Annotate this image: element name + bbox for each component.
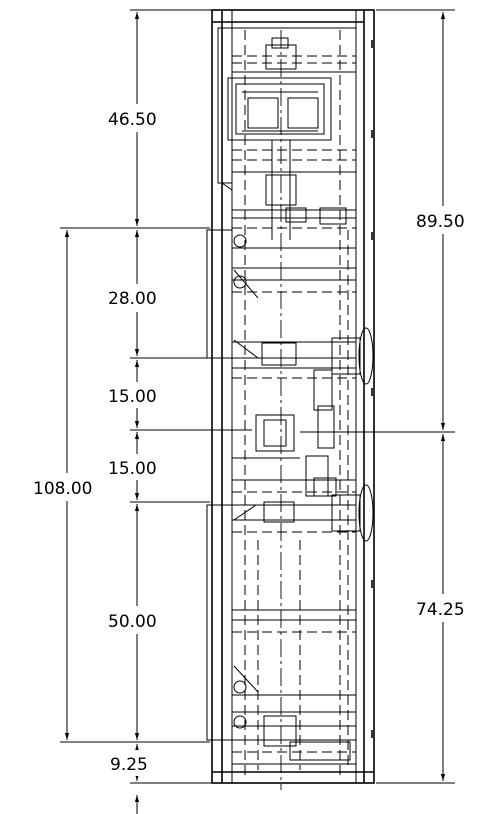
label-mask [104,382,170,408]
handwheel [358,484,374,542]
handwheel [358,327,374,385]
dim-label-50-00: 50.00 [108,612,157,632]
dim-label-108-00: 108.00 [33,479,92,499]
drive-unit [263,501,295,523]
shaft-bracket [285,207,307,223]
cylinder [317,405,335,449]
label-mask [104,454,170,480]
frame-outline [211,9,375,784]
dim-label-15-00-a: 15.00 [108,387,157,407]
brace [233,665,259,693]
center-coupling [255,414,295,452]
dim-label-9-25: 9.25 [110,755,148,775]
bearing [233,715,247,729]
label-mask [412,206,478,234]
center-coupling-inner [263,419,287,447]
label-mask [106,750,162,776]
lower-coupling [263,715,297,747]
label-mask [30,473,104,501]
dim-label-74-25: 74.25 [416,600,465,620]
gearbox-plate [247,97,279,129]
lower-side-panel [206,504,233,741]
gearbox-housing [227,77,332,141]
valve-body [331,337,361,375]
coupling-cap [271,37,289,49]
label-mask [104,104,170,132]
actuator [313,477,337,497]
bearing [233,275,247,289]
dim-label-46-50: 46.50 [108,110,157,130]
panel-bevel [221,182,233,191]
valve-body [331,494,361,532]
label-mask [412,594,478,622]
bearing [233,234,247,248]
machine-frame [206,9,375,790]
label-mask [104,606,170,634]
gearbox-plate [287,97,319,129]
cylinder-lower [305,455,329,497]
upper-side-panel [217,27,233,184]
base-plate [289,741,351,761]
drive-unit [261,342,297,366]
brace [233,339,259,359]
actuator [313,369,333,411]
dimension-labels: 46.50 28.00 15.00 15.00 50.00 9.25 108.0… [30,104,478,776]
middle-side-panel [206,229,233,359]
bearing [233,680,247,694]
dim-label-15-00-b: 15.00 [108,459,157,479]
dim-label-28-00: 28.00 [108,289,157,309]
dim-label-89-50: 89.50 [416,212,465,232]
gearbox-inner [235,83,325,135]
shaft-bracket [319,207,347,225]
label-mask [104,284,170,312]
